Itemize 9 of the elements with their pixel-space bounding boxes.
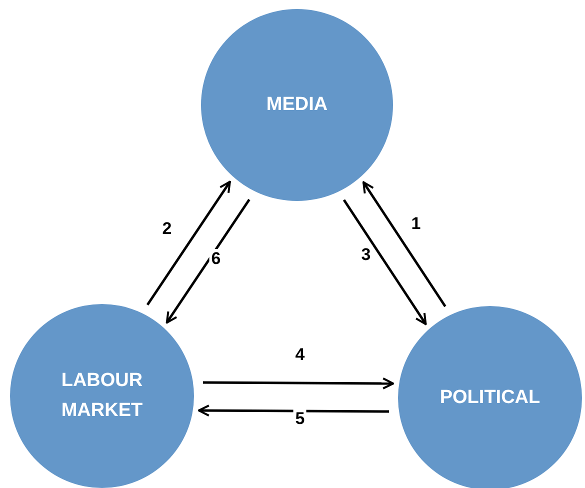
arrow [203,377,394,390]
arrow [198,404,389,417]
arrow [362,181,446,308]
node-label: LABOUR MARKET [60,368,144,423]
node-label: MEDIA [265,92,329,117]
node-label: POLITICAL [438,386,542,410]
arrow [342,199,427,326]
arrow [166,198,250,324]
arrow [146,180,231,306]
